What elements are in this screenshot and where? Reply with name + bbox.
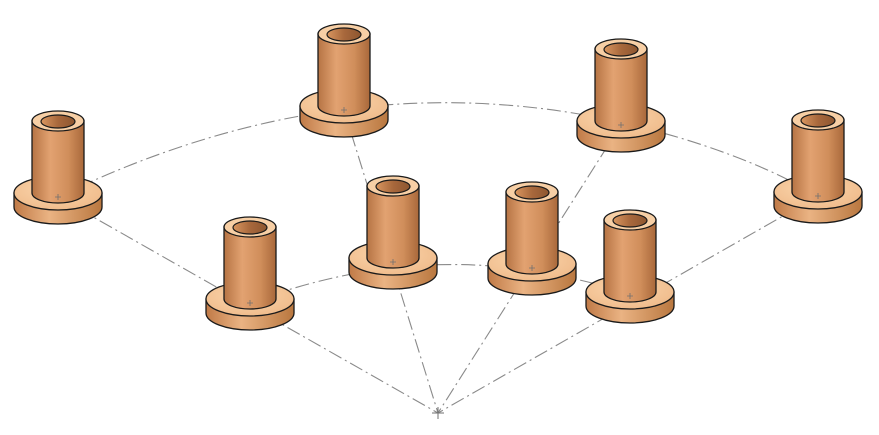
pattern-center-point[interactable] — [432, 407, 444, 419]
bore-hole — [326, 27, 362, 42]
body-cylinder — [594, 48, 648, 132]
flanged-bushing-6[interactable] — [487, 181, 577, 296]
bore-hole — [514, 185, 550, 200]
flanged-bushing-5[interactable] — [348, 175, 438, 290]
radial-line-2 — [343, 109, 439, 414]
body-cylinder — [791, 119, 845, 203]
instance-origin-mark — [55, 194, 61, 200]
instance-origin-mark — [390, 259, 396, 265]
body-cylinder — [366, 185, 420, 269]
instance-origin-mark — [627, 293, 633, 299]
bore-hole — [603, 42, 639, 57]
body-cylinder — [31, 120, 85, 204]
bushing-instances — [13, 23, 863, 331]
instance-origin-mark — [815, 193, 821, 199]
body-cylinder — [317, 33, 371, 117]
instance-origin-mark — [529, 265, 535, 271]
instance-origin-mark — [618, 122, 624, 128]
sketch-geometry — [57, 102, 819, 419]
bore-hole — [232, 220, 268, 235]
outer-arc — [57, 102, 819, 198]
flanged-bushing-2[interactable] — [576, 38, 666, 153]
bore-hole — [375, 179, 411, 194]
flanged-bushing-7[interactable] — [205, 216, 295, 331]
flanged-bushing-3[interactable] — [13, 110, 103, 225]
body-cylinder — [603, 219, 657, 303]
body-cylinder — [223, 226, 277, 310]
instance-origin-mark — [341, 107, 347, 113]
flanged-bushing-1[interactable] — [299, 23, 389, 138]
instance-origin-mark — [247, 300, 253, 306]
flanged-bushing-8[interactable] — [585, 209, 675, 324]
body-cylinder — [505, 191, 559, 275]
bore-hole — [612, 213, 648, 228]
bore-hole — [800, 113, 836, 128]
bore-hole — [40, 114, 76, 129]
flanged-bushing-4[interactable] — [773, 109, 863, 224]
